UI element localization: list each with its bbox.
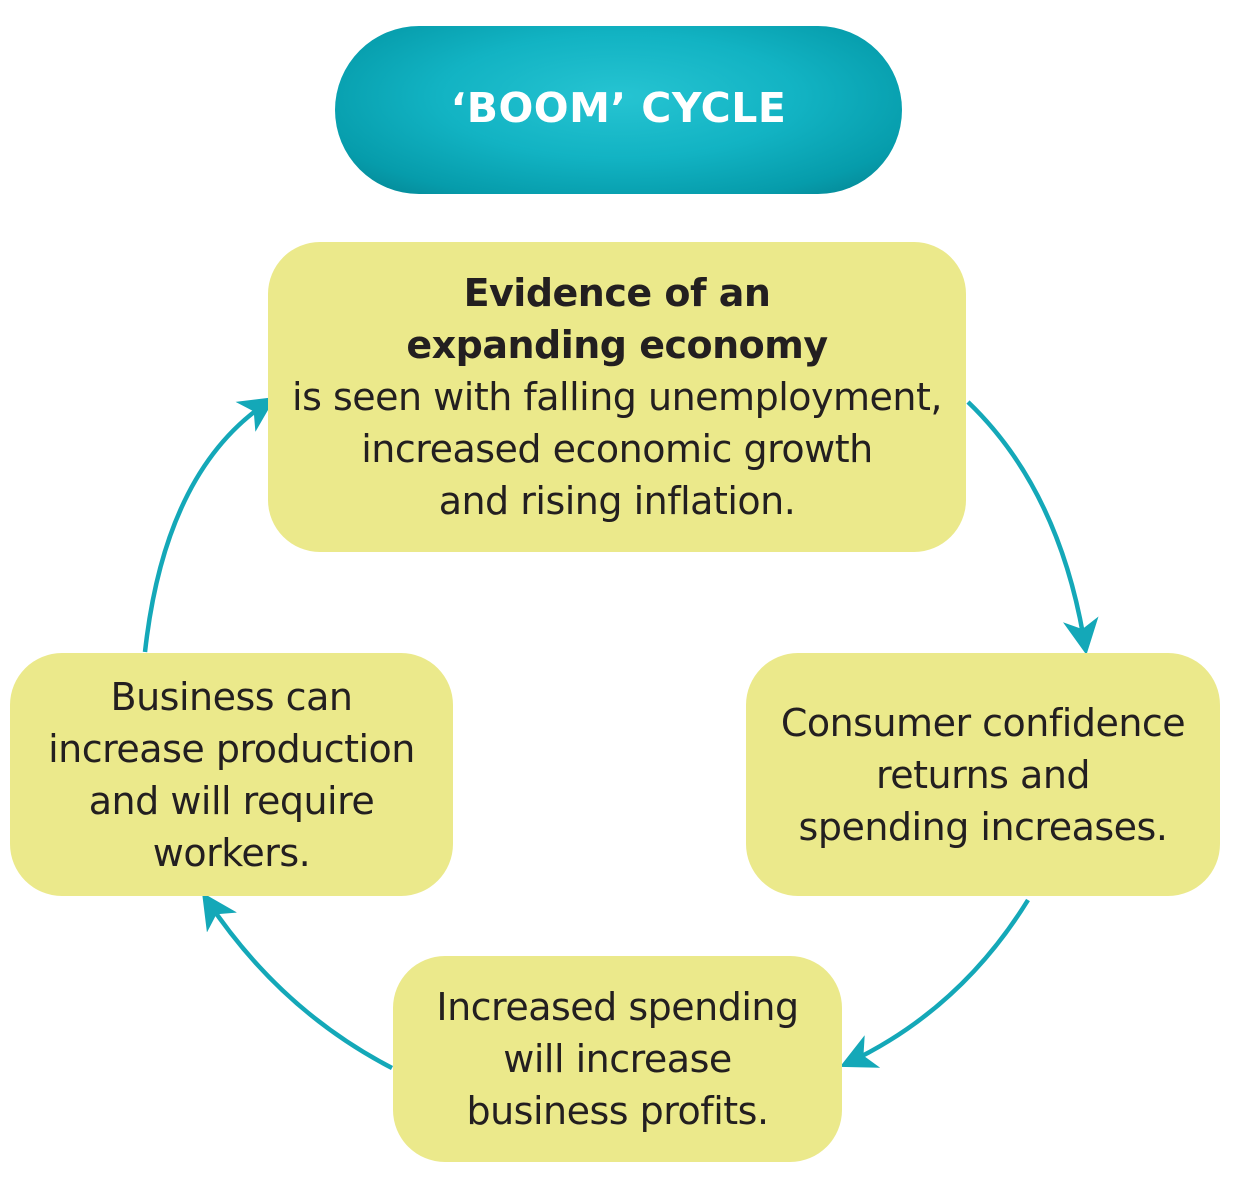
box-bottom-line-1: Increased spending	[436, 985, 799, 1029]
box-consumer-confidence: Consumer confidence returns and spending…	[746, 653, 1220, 896]
box-top-heading-line-1: Evidence of an	[463, 271, 771, 315]
arrow-bottom-to-left	[202, 892, 394, 1070]
box-bottom-line-3: business profits.	[466, 1089, 769, 1133]
box-top-line-2: increased economic growth	[361, 427, 873, 471]
box-left-line-4: workers.	[152, 830, 311, 875]
box-right-line-3: spending increases.	[798, 804, 1168, 849]
box-left-line-2: increase production	[48, 726, 415, 771]
box-top-line-1: is seen with falling unemployment,	[292, 375, 942, 419]
box-top-line-3: and rising inflation.	[438, 479, 796, 523]
box-bottom-line-2: will increase	[503, 1037, 732, 1081]
box-left-line-3: and will require	[88, 778, 375, 823]
box-left-line-1: Business can	[110, 674, 353, 719]
box-expanding-economy: Evidence of an expanding economy is seen…	[268, 242, 966, 552]
arrow-left-to-top	[142, 397, 276, 653]
box-increased-spending: Increased spending will increase busines…	[393, 956, 842, 1162]
arrow-right-to-bottom	[839, 898, 1030, 1068]
arrow-top-to-right	[966, 400, 1099, 655]
box-right-line-1: Consumer confidence	[780, 700, 1186, 745]
title-pill: ‘BOOM’ CYCLE	[335, 26, 902, 194]
box-business-production: Business can increase production and wil…	[10, 653, 453, 896]
box-right-line-2: returns and	[875, 752, 1091, 797]
box-top-heading-line-2: expanding economy	[406, 323, 828, 367]
diagram-title: ‘BOOM’ CYCLE	[450, 84, 787, 132]
